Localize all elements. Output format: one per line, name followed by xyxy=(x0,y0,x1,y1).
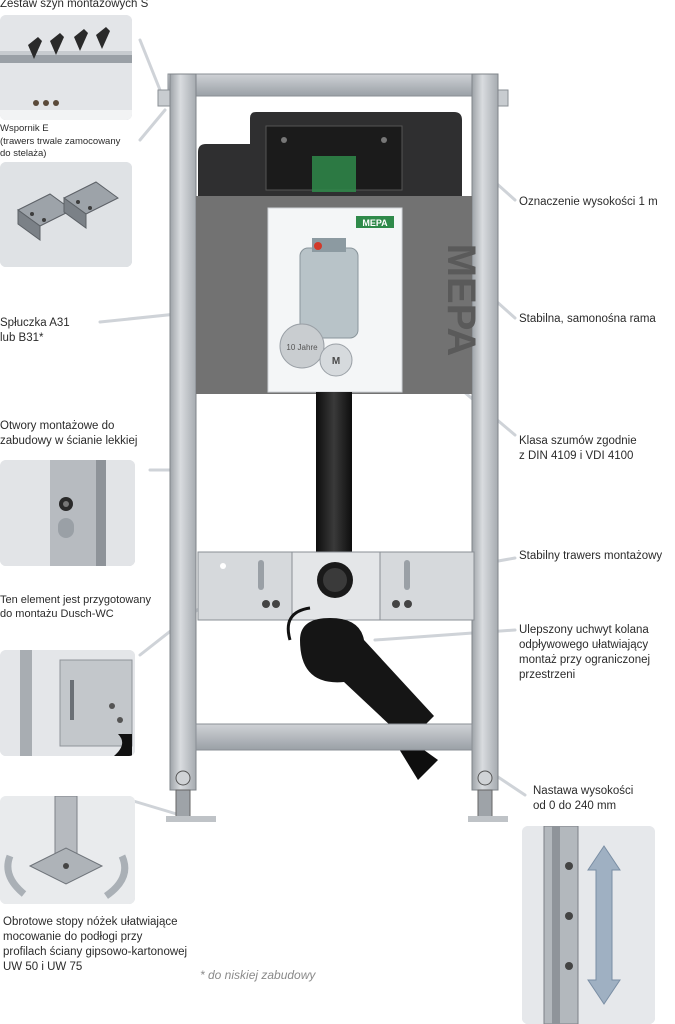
label-crossbar: Stabilny trawers montażowy xyxy=(519,550,663,562)
brackets-illustration xyxy=(0,162,132,267)
rotating-feet-illustration xyxy=(0,796,135,904)
label-elbow-3: montaż przy ograniczonej xyxy=(519,654,651,666)
cistern-brand-embossed: MEPA xyxy=(439,244,483,357)
height-adjust-illustration xyxy=(522,826,655,1024)
label-holes-2: zabudowy w ścianie lekkiej xyxy=(0,435,138,447)
label-holes-1: Otwory montażowe do xyxy=(0,420,115,432)
top-crossbar xyxy=(167,73,499,97)
label-feet-4: UW 50 i UW 75 xyxy=(3,961,83,973)
label-noise-2: z DIN 4109 i VDI 4100 xyxy=(519,450,634,462)
label-bracket-sub2: do stelaża) xyxy=(0,148,47,159)
label-adjust-1: Nastawa wysokości xyxy=(533,785,634,797)
label-dusch-2: do montażu Dusch-WC xyxy=(0,608,114,620)
bottom-crossbar xyxy=(195,723,473,751)
label-frame: Stabilna, samonośna rama xyxy=(519,313,656,325)
thumb-height-adjust xyxy=(522,826,655,1024)
svg-text:M: M xyxy=(332,356,340,367)
drain-elbow xyxy=(300,618,434,742)
label-feet-2: mocowanie do podłogi przy xyxy=(3,931,143,943)
label-feet-1: Obrotowe stopy nóżek ułatwiające xyxy=(3,916,178,928)
left-post xyxy=(169,73,197,791)
label-cistern-2: lub B31* xyxy=(0,332,44,344)
badge-10-years: 10 Jahre xyxy=(286,343,318,352)
thumb-rails xyxy=(0,15,132,120)
label-elbow-2: odpływowego ułatwiający xyxy=(519,639,649,651)
right-foot xyxy=(477,789,493,819)
label-dusch-1: Ten element jest przygotowany xyxy=(0,594,152,606)
label-bracket-sub1: (trawers trwale zamocowany xyxy=(0,136,121,147)
label-noise-1: Klasa szumów zgodnie xyxy=(519,435,637,447)
footnote: * do niskiej zabudowy xyxy=(200,968,316,982)
thumb-mounting-holes xyxy=(0,460,135,566)
flush-pipe xyxy=(316,392,352,562)
left-foot xyxy=(175,789,191,819)
label-cistern-1: Spłuczka A31 xyxy=(0,317,70,329)
right-post xyxy=(471,73,499,791)
label-height-mark: Oznaczenie wysokości 1 m xyxy=(519,196,658,208)
label-adjust-2: od 0 do 240 mm xyxy=(533,800,617,812)
dusch-element-illustration xyxy=(0,650,135,756)
thumb-dusch-element xyxy=(0,650,135,756)
brand-logo-small: MEPA xyxy=(362,218,388,228)
label-rails-set: Zestaw szyn montażowych S xyxy=(0,0,149,10)
label-feet-3: profilach ściany gipsowo-kartonowej xyxy=(3,946,188,958)
label-elbow-1: Ulepszony uchwyt kolana xyxy=(519,624,649,636)
thumb-brackets xyxy=(0,162,132,267)
label-bracket-title: Wspornik E xyxy=(0,123,49,134)
rails-illustration xyxy=(0,15,132,120)
label-elbow-4: przestrzeni xyxy=(519,669,576,681)
mounting-holes-illustration xyxy=(0,460,135,566)
thumb-rotating-feet xyxy=(0,796,135,904)
installation-frame-illustration: MEPA MEPA 10 Jahre M xyxy=(157,73,509,822)
